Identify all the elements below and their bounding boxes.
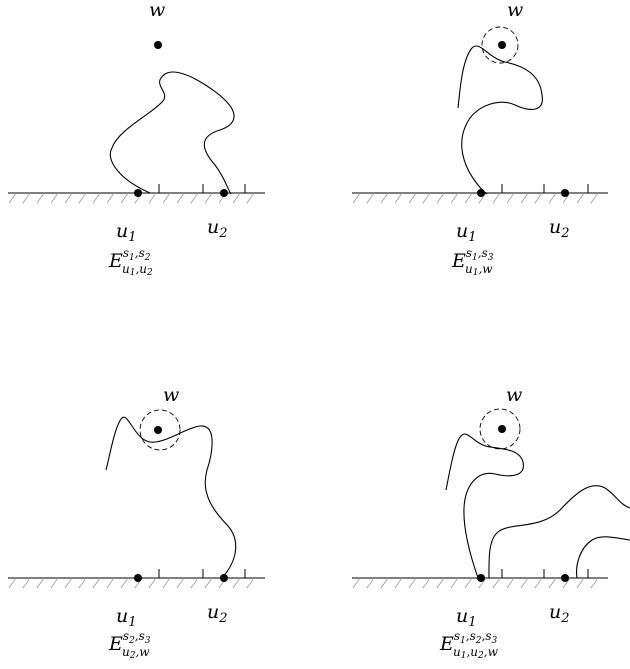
tick-marks — [158, 184, 246, 193]
vertex-u2-dot — [220, 189, 228, 197]
vertex-u1-label: u1 — [456, 220, 477, 245]
tick-marks — [501, 184, 589, 193]
cluster-curve — [105, 416, 237, 579]
vertex-w-dot — [154, 41, 162, 49]
ground-hatching — [8, 577, 255, 589]
vertex-w-label: w — [163, 384, 179, 406]
vertex-u1-dot — [477, 189, 485, 197]
vertex-u2-label: u2 — [549, 216, 570, 241]
vertex-w-label: w — [507, 0, 523, 21]
vertex-u2-dot — [561, 574, 569, 582]
vertex-u1-dot — [134, 189, 142, 197]
cluster-curve-1 — [445, 433, 524, 579]
vertex-u1-label: u1 — [116, 220, 137, 245]
ground-hatching — [8, 192, 255, 204]
vertex-w-dot — [154, 426, 162, 434]
w-neighborhood-circle — [481, 26, 519, 64]
vertex-u2-label: u2 — [549, 601, 570, 626]
cluster-curve-3 — [576, 536, 630, 579]
vertex-u1-label: u1 — [116, 605, 137, 630]
vertex-u2-dot — [220, 574, 228, 582]
w-neighborhood-circle — [139, 409, 181, 451]
cluster-curve-2 — [488, 485, 630, 579]
cluster-curve — [109, 71, 235, 195]
vertex-u1-label: u1 — [456, 605, 477, 630]
vertex-u2-label: u2 — [207, 601, 228, 626]
ground-hatching — [352, 577, 599, 589]
vertex-w-dot — [498, 425, 506, 433]
tick-marks — [501, 569, 589, 578]
w-neighborhood-circle — [479, 408, 521, 450]
vertex-u2-label: u2 — [207, 216, 228, 241]
vertex-w-label: w — [149, 0, 165, 21]
vertex-u1-dot — [477, 574, 485, 582]
cluster-curve — [457, 45, 543, 195]
tick-marks — [158, 569, 246, 578]
vertex-u1-dot — [134, 574, 142, 582]
vertex-w-dot — [498, 41, 506, 49]
ground-hatching — [352, 192, 599, 204]
vertex-w-label: w — [506, 384, 522, 406]
vertex-u2-dot — [561, 189, 569, 197]
